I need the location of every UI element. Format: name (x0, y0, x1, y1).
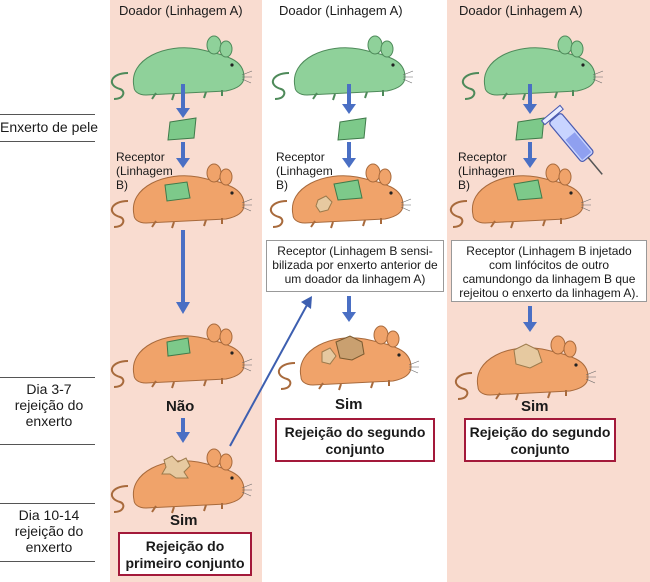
skin-graft-icon-3 (515, 117, 545, 141)
transfer-arrow (229, 304, 308, 447)
note-box-col2: Receptor (Linhagem B sensi-bilizada por … (266, 240, 444, 292)
donor-mouse-3 (461, 35, 604, 101)
divider (0, 444, 95, 445)
conclusion-box-col3: Rejeição do segundo conjunto (464, 418, 616, 462)
donor-label-col1: Doador (Linhagem A) (119, 3, 243, 18)
graft-on-mouse-2a (333, 179, 363, 201)
donor-mouse-2 (271, 35, 414, 101)
skin-graft-icon-2 (337, 117, 367, 141)
divider (0, 503, 95, 504)
divider (0, 561, 95, 562)
skin-graft-icon-1 (167, 117, 197, 141)
day-10-14-label: Dia 10-14 rejeição do enxerto (14, 507, 84, 555)
divider (0, 377, 95, 378)
graft-on-mouse-3a (513, 179, 543, 201)
donor-label-col3: Doador (Linhagem A) (459, 3, 583, 18)
result-col1-second: Sim (170, 512, 198, 529)
rejected-graft-2b (335, 335, 365, 361)
recipient-label-col1: Receptor (Linhagem B) (116, 150, 173, 192)
result-col1-first: Não (166, 398, 195, 415)
recipient-label-col2: Receptor (Linhagem B) (276, 150, 333, 192)
rejected-graft-1c (161, 455, 191, 479)
old-scar-2b (321, 347, 337, 365)
graft-on-mouse-1a (164, 181, 191, 202)
conclusion-box-col1: Rejeição do primeiro conjunto (118, 532, 252, 576)
recipient-mouse-1c (110, 448, 253, 514)
divider (0, 141, 95, 142)
conclusion-box-col2: Rejeição do segundo conjunto (275, 418, 435, 462)
recipient-label-col3: Receptor (Linhagem B) (458, 150, 515, 192)
skin-graft-label: Enxerto de pele (0, 119, 99, 135)
syringe-icon (540, 104, 603, 175)
result-col3: Sim (521, 398, 549, 415)
donor-label-col2: Doador (Linhagem A) (279, 3, 403, 18)
result-col2: Sim (335, 396, 363, 413)
old-scar-2a (315, 195, 333, 213)
rejected-graft-3b (513, 343, 543, 369)
divider (0, 114, 95, 115)
note-box-col3: Receptor (Linhagem B injetado com linfóc… (451, 240, 647, 302)
graft-on-mouse-1b (166, 337, 191, 357)
day-3-7-label: Dia 3-7 rejeição do enxerto (14, 381, 84, 429)
recipient-mouse-1b (110, 323, 253, 389)
